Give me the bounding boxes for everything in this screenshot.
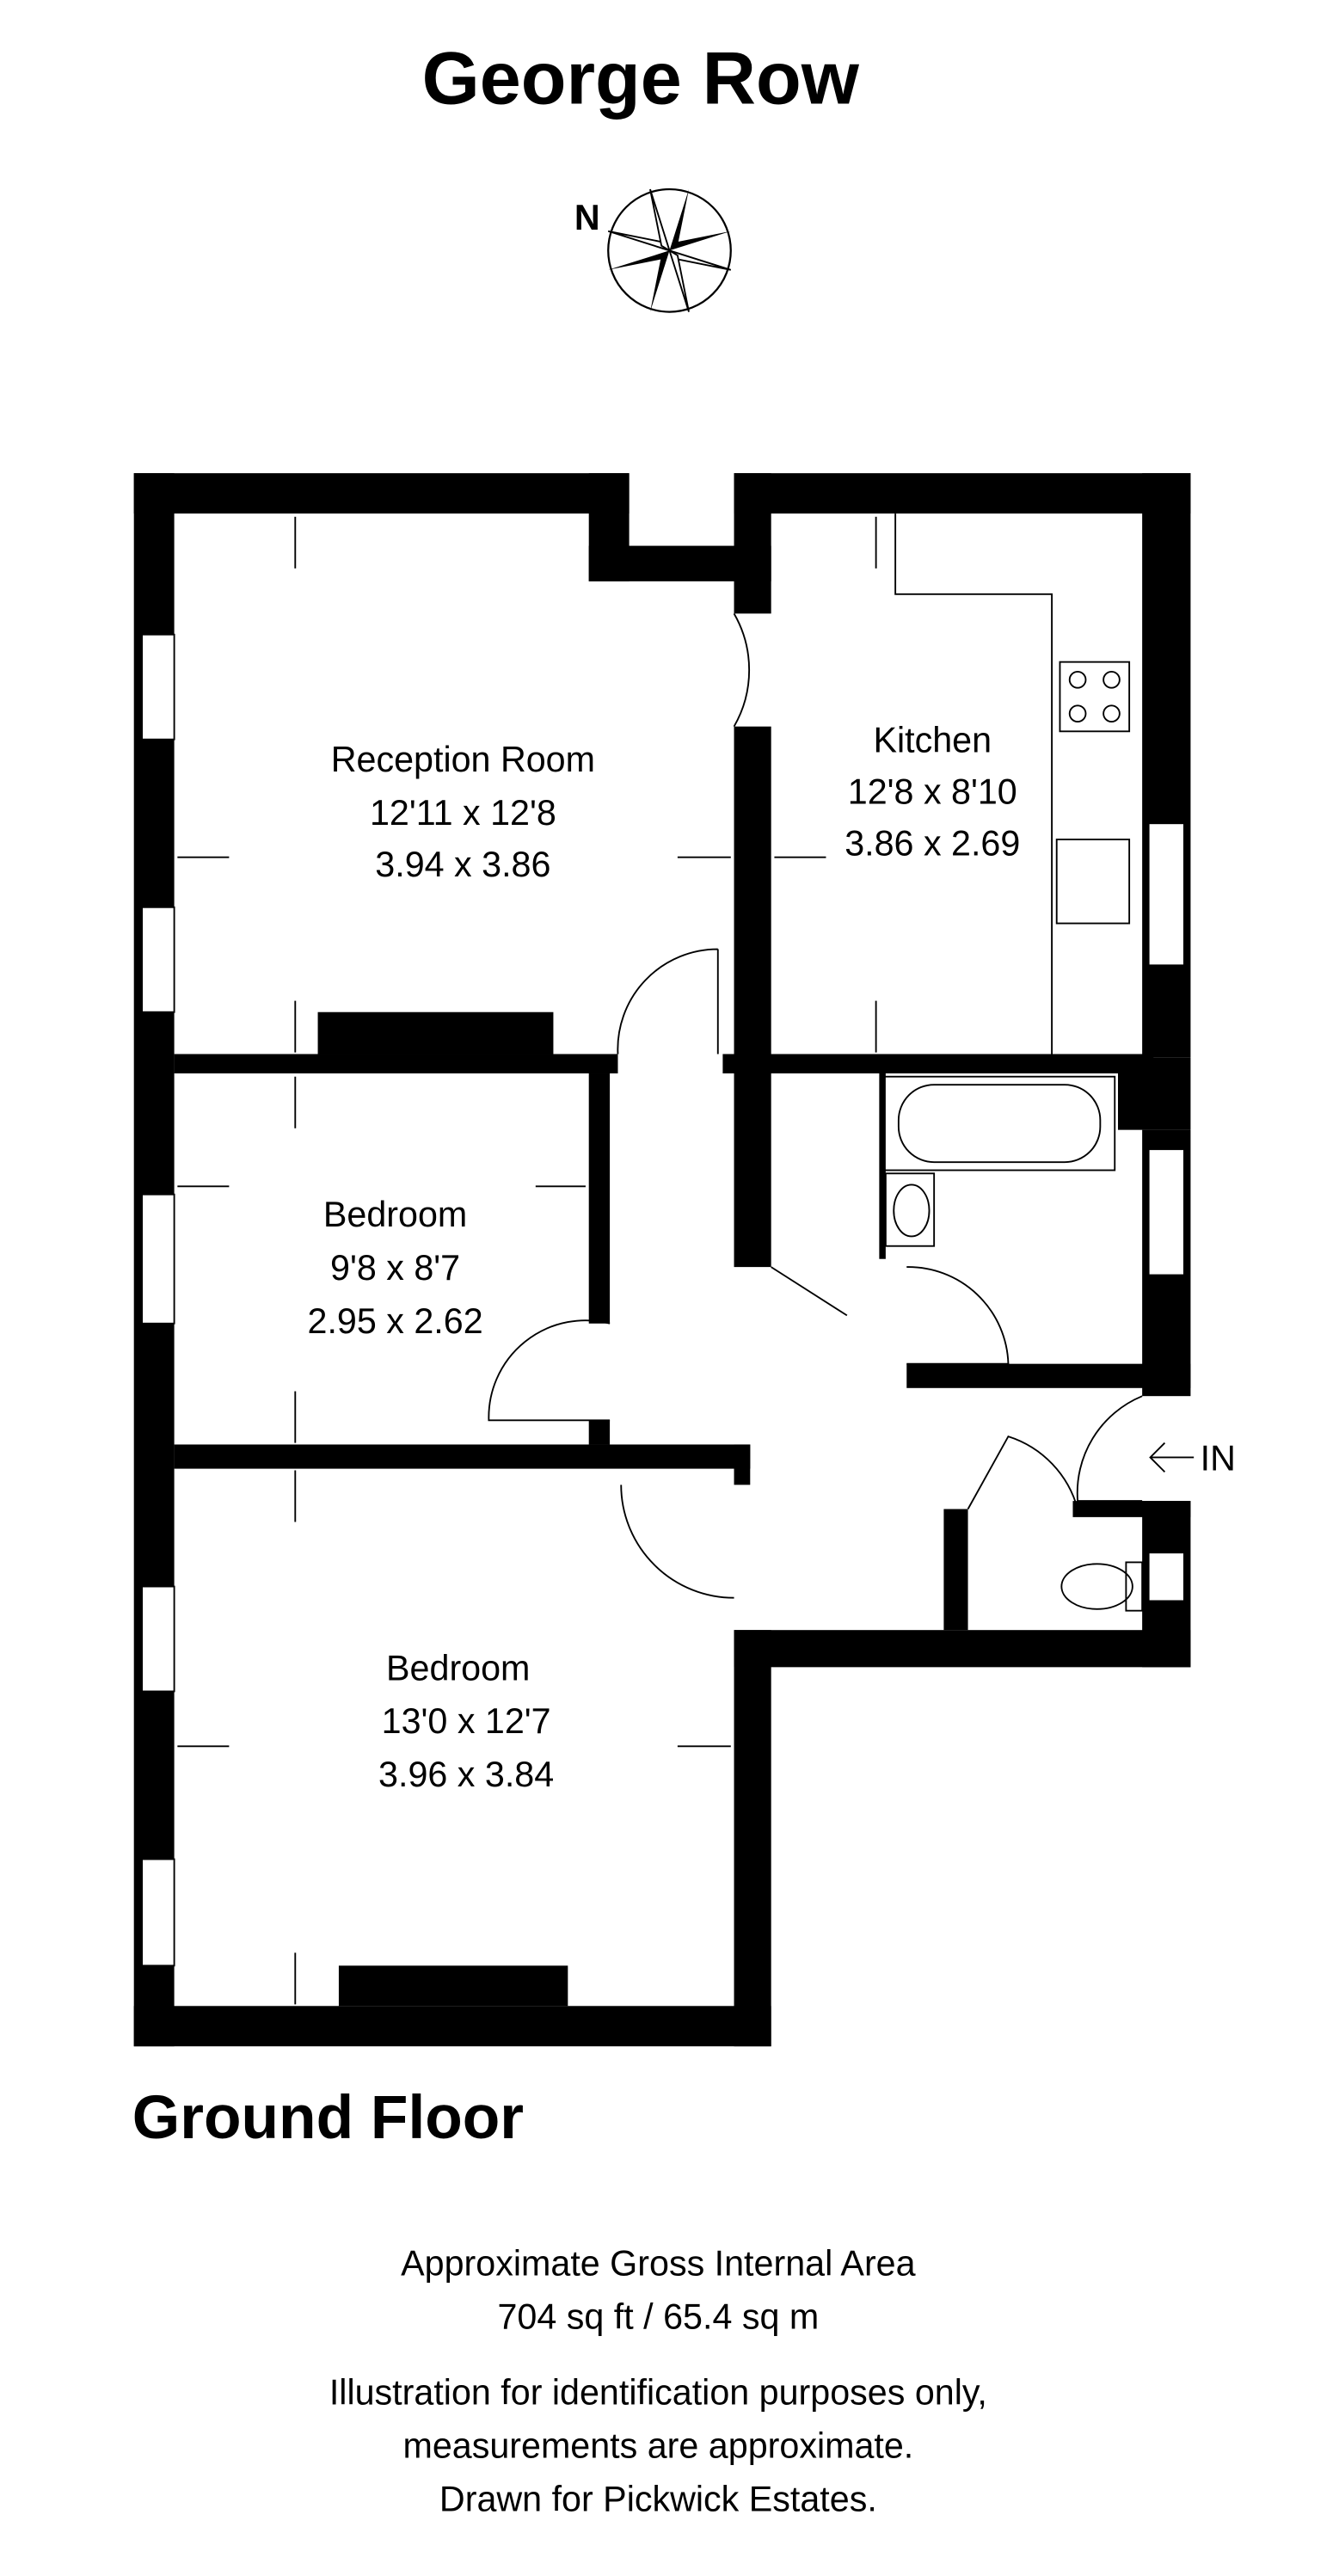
room-metric: 2.95 x 2.62 [308, 1301, 483, 1341]
room-imperial: 9'8 x 8'7 [330, 1248, 460, 1288]
room-name: Reception Room [331, 740, 595, 779]
room-name: Bedroom [386, 1648, 530, 1688]
room-name: Kitchen [873, 721, 992, 760]
room-metric: 3.94 x 3.86 [375, 845, 550, 884]
room-imperial: 13'0 x 12'7 [382, 1701, 551, 1741]
sink-icon [1055, 839, 1131, 925]
area-value: 704 sq ft / 65.4 sq m [497, 2296, 819, 2336]
room-metric: 3.96 x 3.84 [378, 1755, 554, 1794]
basin-icon [884, 1172, 936, 1247]
compass-icon [607, 188, 732, 313]
disclaimer-line: Drawn for Pickwick Estates. [439, 2479, 877, 2518]
walls [133, 473, 1191, 2047]
bath-icon [883, 1075, 1116, 1171]
entrance-label: IN [1201, 1438, 1236, 1478]
room-name: Bedroom [323, 1195, 467, 1234]
plan-title: George Row [422, 38, 860, 120]
windows [141, 633, 1185, 1967]
fixtures [883, 513, 1144, 1612]
room-imperial: 12'8 x 8'10 [848, 772, 1017, 812]
hob-icon [1059, 661, 1131, 733]
dimension-arrows [177, 516, 877, 2005]
doors [488, 612, 1143, 1599]
toilet-icon [1060, 1563, 1133, 1610]
room-metric: 3.86 x 2.69 [845, 824, 1020, 864]
compass-north-label: N [574, 198, 600, 237]
disclaimer-line: Illustration for identification purposes… [329, 2373, 987, 2413]
area-heading: Approximate Gross Internal Area [401, 2244, 915, 2284]
entrance-arrow-icon [1149, 1442, 1195, 1473]
disclaimer-line: measurements are approximate. [402, 2426, 913, 2466]
room-imperial: 12'11 x 12'8 [370, 793, 556, 833]
floor-label: Ground Floor [132, 2083, 524, 2152]
